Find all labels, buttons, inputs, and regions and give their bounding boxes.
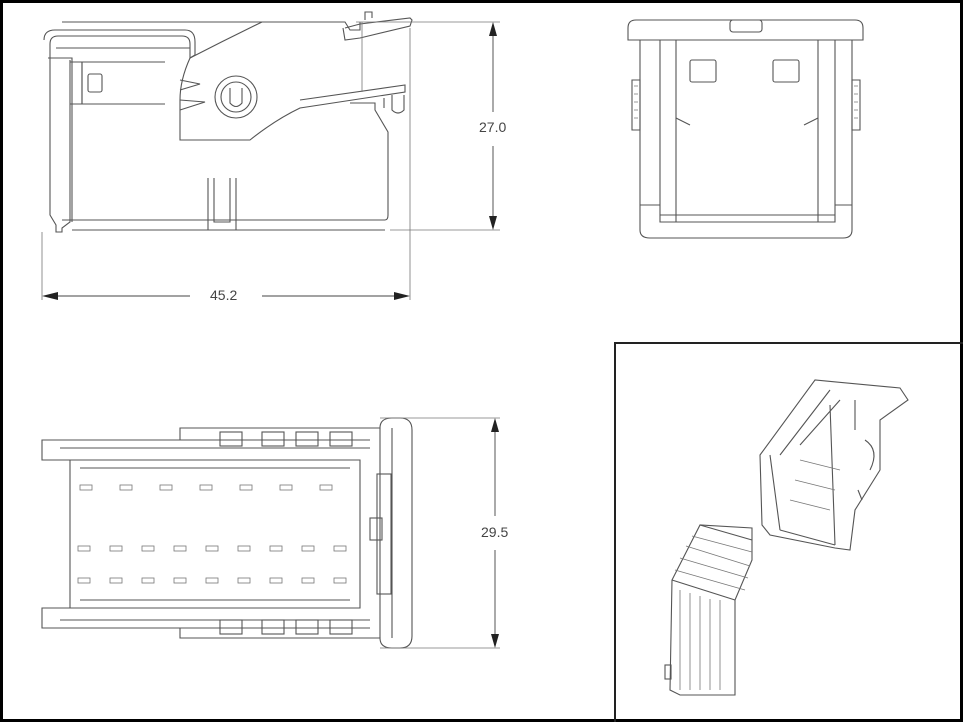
terminal-slot [199, 484, 213, 491]
terminal-slot [205, 577, 219, 584]
dimension-label-height: 27.0 [476, 119, 510, 135]
dimension-29-5 [491, 418, 499, 648]
isometric-inset-frame [614, 342, 963, 722]
dimension-label-length: 45.2 [207, 287, 241, 303]
terminal-slot [301, 545, 315, 552]
dimension-27 [489, 22, 497, 230]
front-view [627, 19, 864, 239]
terminal-slot [77, 545, 91, 552]
terminal-slot [333, 577, 347, 584]
terminal-slot [173, 545, 187, 552]
terminal-slot [237, 545, 251, 552]
terminal-slot [205, 545, 219, 552]
terminal-slot [237, 577, 251, 584]
terminal-slot [159, 484, 173, 491]
terminal-slot [239, 484, 253, 491]
terminal-slot [77, 577, 91, 584]
terminal-slot [141, 545, 155, 552]
terminal-slot [301, 577, 315, 584]
terminal-slot [141, 577, 155, 584]
terminal-slot [79, 484, 93, 491]
terminal-slot [109, 545, 123, 552]
terminal-slot [109, 577, 123, 584]
dimension-label-width: 29.5 [478, 524, 512, 540]
dimension-45-2 [42, 292, 410, 300]
terminal-slot [269, 577, 283, 584]
top-view [41, 417, 500, 649]
side-view [41, 11, 500, 300]
terminal-slot [333, 545, 347, 552]
isometric-view [664, 379, 909, 696]
terminal-slot [173, 577, 187, 584]
terminal-slot [269, 545, 283, 552]
terminal-slot [119, 484, 133, 491]
terminal-slot [279, 484, 293, 491]
terminal-slot [319, 484, 333, 491]
